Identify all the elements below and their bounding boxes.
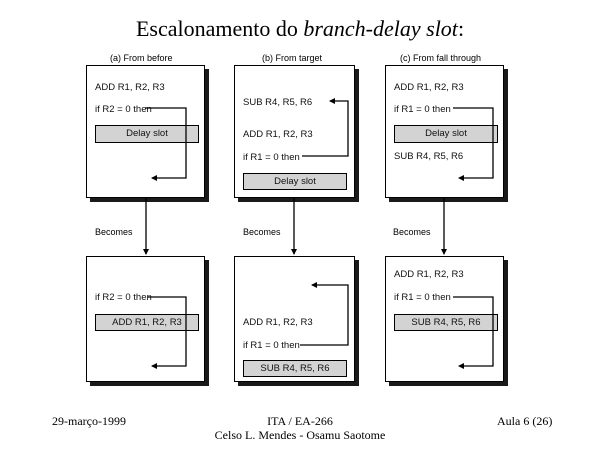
- panel-b-top: SUB R4, R5, R6 ADD R1, R2, R3 if R1 = 0 …: [234, 65, 355, 198]
- branch-arrow-b-top: [302, 98, 349, 157]
- panel-b-top-line2: ADD R1, R2, R3: [243, 129, 313, 140]
- panel-a-top-line2: if R2 = 0 then: [95, 104, 152, 115]
- slide-title: Escalonamento do branch-delay slot:: [0, 16, 600, 42]
- footer-lecture: Aula 6 (26): [497, 414, 553, 428]
- footer-authors: Celso L. Mendes - Osamu Saotome: [214, 428, 386, 442]
- panel-a-top: ADD R1, R2, R3 if R2 = 0 then Delay slot: [86, 65, 205, 198]
- slide-title-suffix: :: [457, 16, 465, 41]
- slide-title-prefix: Escalonamento do: [135, 16, 304, 41]
- branch-arrow-b-bottom: [300, 282, 349, 346]
- panel-c-bottom-line1: ADD R1, R2, R3: [394, 269, 464, 280]
- panel-c-top-line3: SUB R4, R5, R6: [394, 151, 464, 162]
- footer-course: ITA / EA-266: [267, 414, 333, 428]
- panel-c-top: ADD R1, R2, R3 if R1 = 0 then Delay slot…: [385, 65, 504, 198]
- panel-b-top-delay-slot: Delay slot: [243, 173, 347, 190]
- branch-arrow-c-top: [453, 107, 494, 181]
- panel-c-bottom-line2: if R1 = 0 then: [394, 292, 451, 303]
- footer-date: 29-março-1999: [52, 414, 126, 428]
- panel-a-top-delay-slot: Delay slot: [95, 125, 199, 143]
- panel-b-bottom-line2: if R1 = 0 then: [243, 340, 300, 351]
- panel-a-bottom-line1: if R2 = 0 then: [95, 292, 152, 303]
- panel-b-top-line3: if R1 = 0 then: [243, 152, 300, 163]
- panel-c-bottom: ADD R1, R2, R3 if R1 = 0 then SUB R4, R5…: [385, 256, 504, 382]
- becomes-label-a: Becomes: [95, 227, 133, 237]
- branch-arrow-a-top: [145, 107, 187, 181]
- becomes-label-b: Becomes: [243, 227, 281, 237]
- panel-c-top-line2: if R1 = 0 then: [394, 104, 451, 115]
- panel-c-top-line1: ADD R1, R2, R3: [394, 82, 464, 93]
- branch-arrow-a-bottom: [148, 296, 187, 369]
- branch-arrow-c-bottom: [453, 296, 494, 369]
- caption-from-before: (a) From before: [110, 53, 173, 63]
- panel-c-bottom-delay-slot: SUB R4, R5, R6: [394, 314, 498, 331]
- slide-title-italic: branch-delay slot: [303, 16, 458, 41]
- panel-b-bottom-line1: ADD R1, R2, R3: [243, 317, 313, 328]
- panel-c-top-delay-slot: Delay slot: [394, 125, 498, 143]
- panel-a-bottom-delay-slot: ADD R1, R2, R3: [95, 314, 199, 331]
- panel-a-bottom: if R2 = 0 then ADD R1, R2, R3: [86, 256, 205, 382]
- panel-b-bottom-delay-slot: SUB R4, R5, R6: [243, 360, 347, 377]
- panel-b-top-line1: SUB R4, R5, R6: [243, 97, 313, 108]
- caption-from-target: (b) From target: [262, 53, 323, 63]
- panel-b-bottom: ADD R1, R2, R3 if R1 = 0 then SUB R4, R5…: [234, 256, 355, 382]
- becomes-label-c: Becomes: [393, 227, 431, 237]
- panel-a-top-line1: ADD R1, R2, R3: [95, 82, 165, 93]
- caption-from-fall-through: (c) From fall through: [400, 53, 482, 63]
